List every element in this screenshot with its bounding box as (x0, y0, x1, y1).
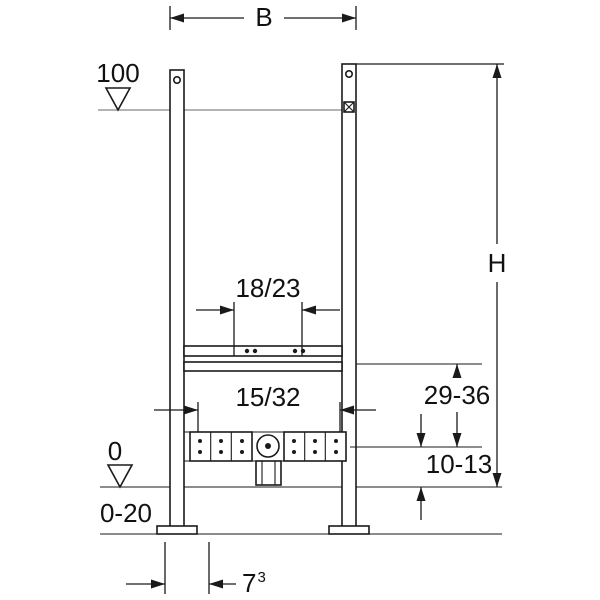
dimension-armature-spacing: 18/23 (196, 273, 340, 356)
level-triangle-icon (104, 87, 132, 112)
dimension-drain-height: 10-13 (416, 414, 493, 520)
label-level-0: 0 (108, 436, 122, 466)
label-foot-offset: 73 (242, 568, 266, 598)
label-fixing-spacing: 15/32 (235, 382, 300, 412)
dimension-fixing-spacing: 15/32 (154, 382, 376, 432)
label-drain-height: 10-13 (426, 449, 493, 479)
label-width-b: B (255, 2, 272, 32)
label-armature-spacing: 18/23 (235, 273, 300, 303)
crossbar-upper (183, 345, 343, 357)
label-connection-height: 29-36 (424, 380, 491, 410)
mounting-plate-left (189, 431, 253, 462)
dimension-height-h: H (356, 63, 507, 487)
label-height-h: H (488, 248, 507, 278)
dimension-connection-height: 29-36 (350, 363, 491, 448)
level-marker-0: 0 0-20 (100, 436, 152, 528)
wall-fixing-icon (343, 101, 355, 113)
label-level-100: 100 (96, 58, 139, 88)
water-connection-icon (256, 434, 280, 458)
label-floor-range: 0-20 (100, 498, 152, 528)
drain-connection (255, 460, 282, 486)
foot-plate-right (328, 525, 370, 535)
level-triangle-icon (106, 464, 134, 489)
rail-hole-icon (344, 70, 353, 79)
mounting-plate-right (283, 431, 347, 462)
foot-plate-left (156, 525, 198, 535)
rail-hole-icon (173, 76, 182, 85)
dimension-foot-offset: 73 (126, 542, 266, 598)
level-marker-100: 100 (96, 58, 140, 112)
left-rail (169, 69, 185, 529)
dimension-width-b: B (169, 2, 357, 32)
crossbar-lower (183, 361, 343, 372)
